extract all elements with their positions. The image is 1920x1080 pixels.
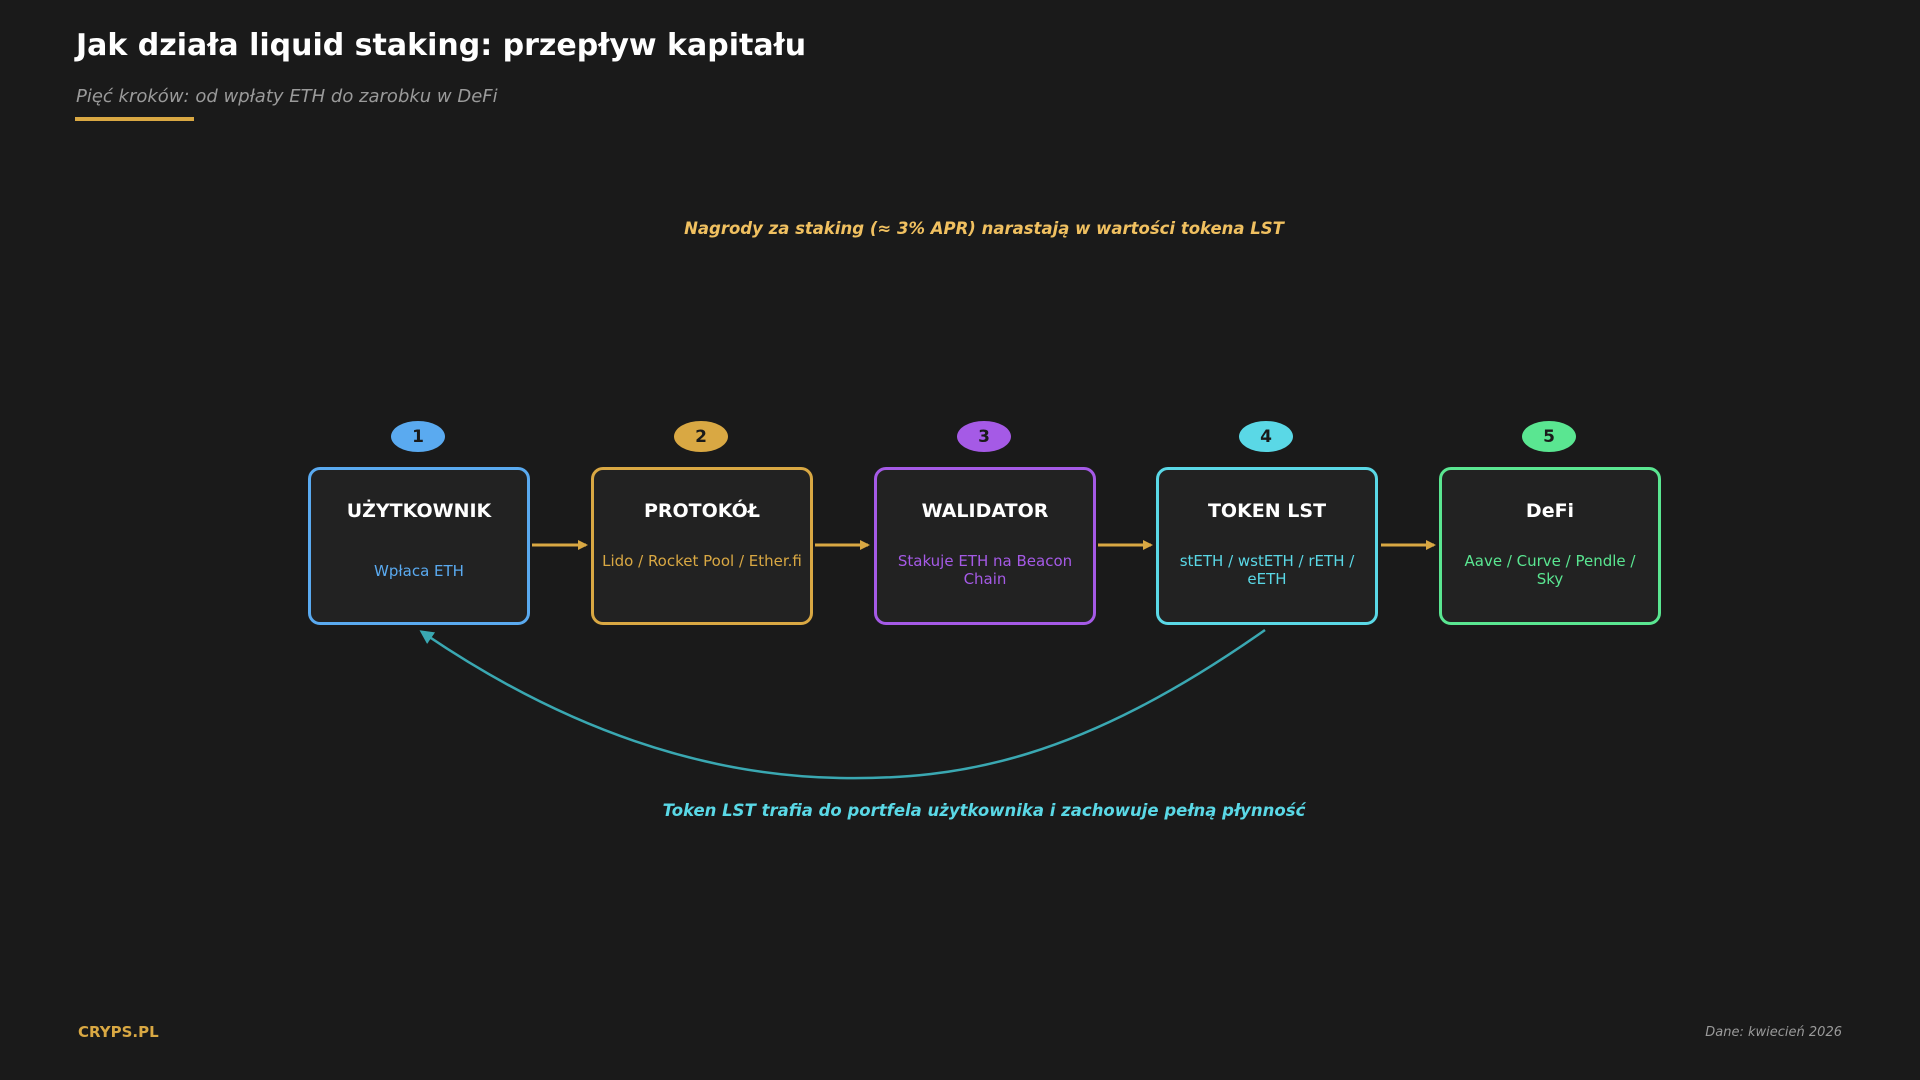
- step-number: 4: [1260, 426, 1272, 447]
- step-number: 1: [412, 426, 424, 447]
- step-title: TOKEN LST: [1207, 500, 1327, 522]
- step-badge-3: 3: [957, 421, 1011, 452]
- step-title: UŻYTKOWNIK: [346, 500, 492, 522]
- page-subtitle: Pięć kroków: od wpłaty ETH do zarobku w …: [76, 86, 498, 107]
- step-title: PROTOKÓŁ: [643, 500, 761, 522]
- step-box-user: UŻYTKOWNIK Wpłaca ETH: [308, 467, 530, 625]
- step-box-validator: WALIDATOR Stakuje ETH na Beacon Chain: [874, 467, 1096, 625]
- step-badge-1: 1: [391, 421, 445, 452]
- page-title: Jak działa liquid staking: przepływ kapi…: [76, 28, 807, 63]
- step-number: 2: [695, 426, 707, 447]
- step-description: Aave / Curve / Pendle / Sky: [1464, 552, 1636, 588]
- step-box-token-lst: TOKEN LST stETH / wstETH / rETH / eETH: [1156, 467, 1378, 625]
- step-box-defi: DeFi Aave / Curve / Pendle / Sky: [1439, 467, 1661, 625]
- step-number: 3: [978, 426, 990, 447]
- rewards-note: Nagrody za staking (≈ 3% APR) narastają …: [684, 219, 1284, 238]
- step-number: 5: [1543, 426, 1555, 447]
- step-description: Stakuje ETH na Beacon Chain: [897, 552, 1073, 588]
- title-accent-underline: [75, 117, 194, 121]
- step-description: Wpłaca ETH: [374, 562, 464, 580]
- step-description: Lido / Rocket Pool / Ether.fi: [602, 552, 802, 570]
- data-date-note: Dane: kwiecień 2026: [1705, 1025, 1842, 1040]
- step-title: DeFi: [1525, 500, 1575, 522]
- brand-logo-text: CRYPS.PL: [78, 1023, 159, 1041]
- step-badge-4: 4: [1239, 421, 1293, 452]
- step-badge-2: 2: [674, 421, 728, 452]
- step-badge-5: 5: [1522, 421, 1576, 452]
- step-box-protocol: PROTOKÓŁ Lido / Rocket Pool / Ether.fi: [591, 467, 813, 625]
- step-description: stETH / wstETH / rETH / eETH: [1179, 552, 1355, 588]
- liquidity-note: Token LST trafia do portfela użytkownika…: [662, 801, 1306, 820]
- return-arrow: [419, 628, 1266, 780]
- step-title: WALIDATOR: [921, 500, 1049, 522]
